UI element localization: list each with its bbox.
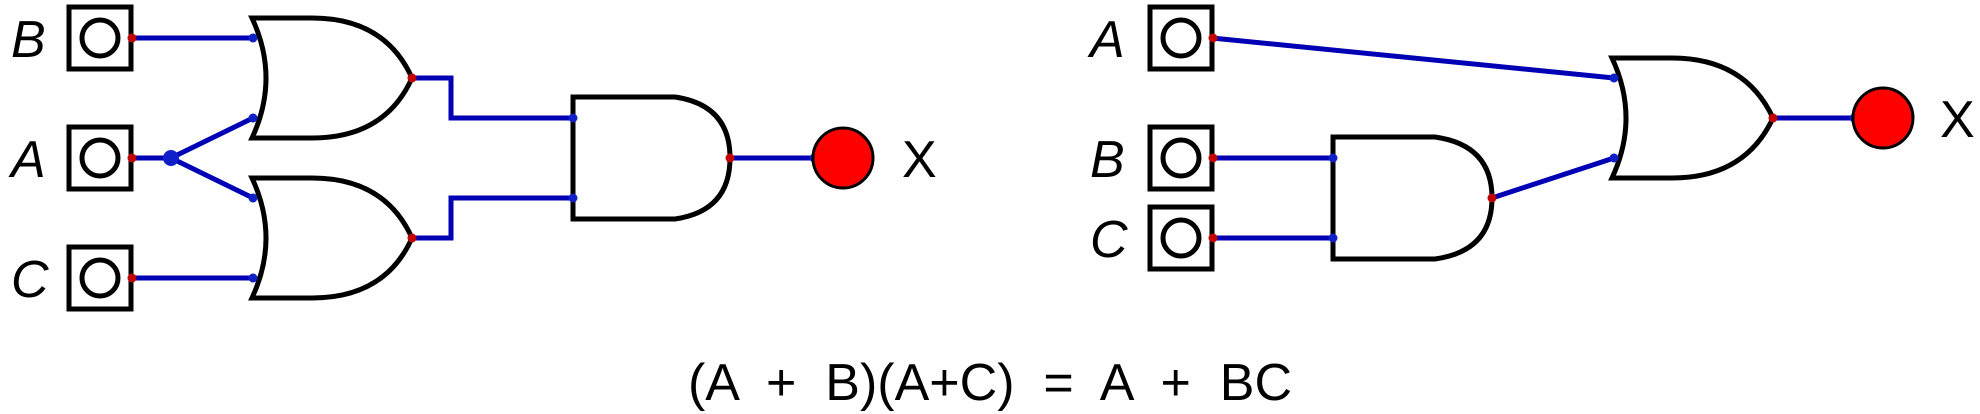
pin-or1-in1 [248,33,258,43]
equation-caption: (A + B)(A+C) = A + BC [688,354,1292,412]
label-input-c: C [11,251,49,309]
pin-or2-in2 [248,273,258,283]
or-gate-top [248,15,415,141]
pin-switch-b-out [1208,153,1218,163]
label-output-x: X [902,131,937,189]
pin-or1-in2 [248,113,258,123]
pin-or2-out [407,233,417,243]
pin-switch-a-out [1208,33,1218,43]
label-input-b: B [11,11,46,69]
pin-switch-a-out [127,153,137,163]
wire-junction-to-or2 [169,155,255,201]
pin-and-in2 [1328,233,1338,243]
wire-junction-to-or1 [169,115,255,161]
pin-and-in2 [568,193,578,203]
output-lamp [811,126,875,190]
and-gate [570,94,733,222]
pin-and-out [725,153,735,163]
wire-or1-to-and [412,75,573,121]
pin-or-out [1768,113,1778,123]
wire-or2-to-and [412,195,573,241]
right-circuit: A B C X [1087,4,1975,272]
and-gate [1330,134,1495,262]
label-input-a: A [1087,11,1125,69]
pin-or-in2 [1609,153,1619,163]
pin-or2-in1 [248,193,258,203]
pin-switch-c-out [127,273,137,283]
left-circuit: B A C X [8,4,937,312]
input-switch-c[interactable] [1147,204,1215,272]
wire-a-to-or [1211,35,1615,81]
input-switch-a[interactable] [66,124,134,192]
label-input-b: B [1090,131,1125,189]
pin-and-in1 [568,113,578,123]
or-gate [1608,55,1776,181]
pin-switch-c-out [1208,233,1218,243]
label-input-c: C [1090,211,1128,269]
output-lamp [1851,86,1915,150]
wire-and-to-or [1491,155,1615,201]
wire-junction-dot [163,150,179,166]
pin-and-in1 [1328,153,1338,163]
pin-or-in1 [1609,73,1619,83]
pin-or1-out [407,73,417,83]
input-switch-c[interactable] [66,244,134,312]
pin-and-out [1487,193,1497,203]
or-gate-bottom [248,175,415,301]
input-switch-b[interactable] [66,4,134,72]
label-output-x: X [1940,91,1975,149]
pin-switch-b-out [127,33,137,43]
input-switch-b[interactable] [1147,124,1215,192]
label-input-a: A [8,131,46,189]
input-switch-a[interactable] [1147,4,1215,72]
